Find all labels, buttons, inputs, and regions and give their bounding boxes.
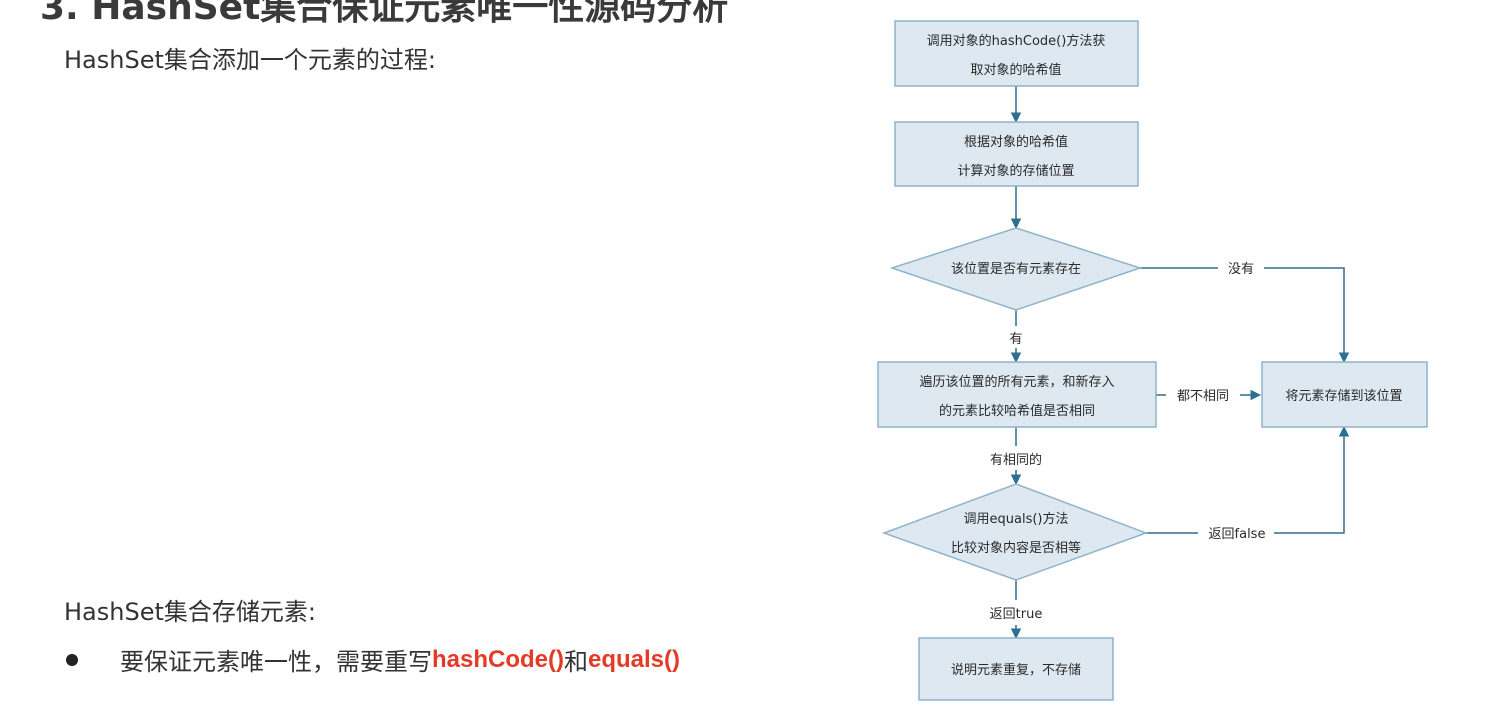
edge-label-has-same: 有相同的 (990, 452, 1042, 468)
node-get-hash-line1: 调用对象的hashCode()方法获 (927, 33, 1106, 49)
node-duplicate-label: 说明元素重复，不存储 (951, 662, 1081, 678)
edge-no-element-b (1264, 267, 1350, 364)
node-traverse-line2: 的元素比较哈希值是否相同 (939, 403, 1095, 419)
bullet-text: 要保证元素唯一性，需要重写 (120, 648, 432, 676)
node-equals-line2: 比较对象内容是否相等 (951, 540, 1081, 556)
edge-label-all-different: 都不相同 (1177, 389, 1229, 404)
edge-label-has: 有 (1009, 332, 1022, 347)
bullet-joiner: 和 (564, 648, 588, 676)
node-traverse-compare (877, 361, 1157, 428)
edge-label-return-false: 返回false (1209, 527, 1266, 542)
method-equals: equals() (588, 645, 681, 673)
node-store (1261, 361, 1428, 428)
node-has-element-label: 该位置是否有元素存在 (951, 262, 1081, 277)
node-traverse-line1: 遍历该位置的所有元素，和新存入 (919, 374, 1114, 390)
method-hashcode: hashCode() (432, 645, 564, 673)
bullet-item: 要保证元素唯一性，需要重写 hashCode() 和 equals() (64, 642, 680, 677)
intro-text: HashSet集合添加一个元素的过程: (64, 46, 436, 74)
node-store-label: 将元素存储到该位置 (1285, 389, 1402, 404)
node-get-hash (894, 20, 1139, 87)
node-has-element (889, 227, 1143, 311)
bullet-dot-icon (66, 653, 78, 666)
edge-false-b (1274, 425, 1350, 534)
node-calc-position-line2: 计算对象的存储位置 (957, 163, 1074, 179)
node-duplicate (918, 637, 1114, 701)
node-equals-check (881, 483, 1149, 581)
section-heading: HashSet集合存储元素: (64, 598, 316, 626)
node-equals-line1: 调用equals()方法 (964, 511, 1069, 527)
edge-label-return-true: 返回true (990, 607, 1043, 622)
node-calc-position-line1: 根据对象的哈希值 (964, 134, 1068, 150)
node-calc-position (894, 121, 1139, 187)
edge-label-no-element: 没有 (1228, 262, 1254, 277)
slide-title: 3. HashSet集合保证元素唯一性源码分析 (40, 0, 729, 28)
node-get-hash-line2: 取对象的哈希值 (970, 62, 1061, 78)
